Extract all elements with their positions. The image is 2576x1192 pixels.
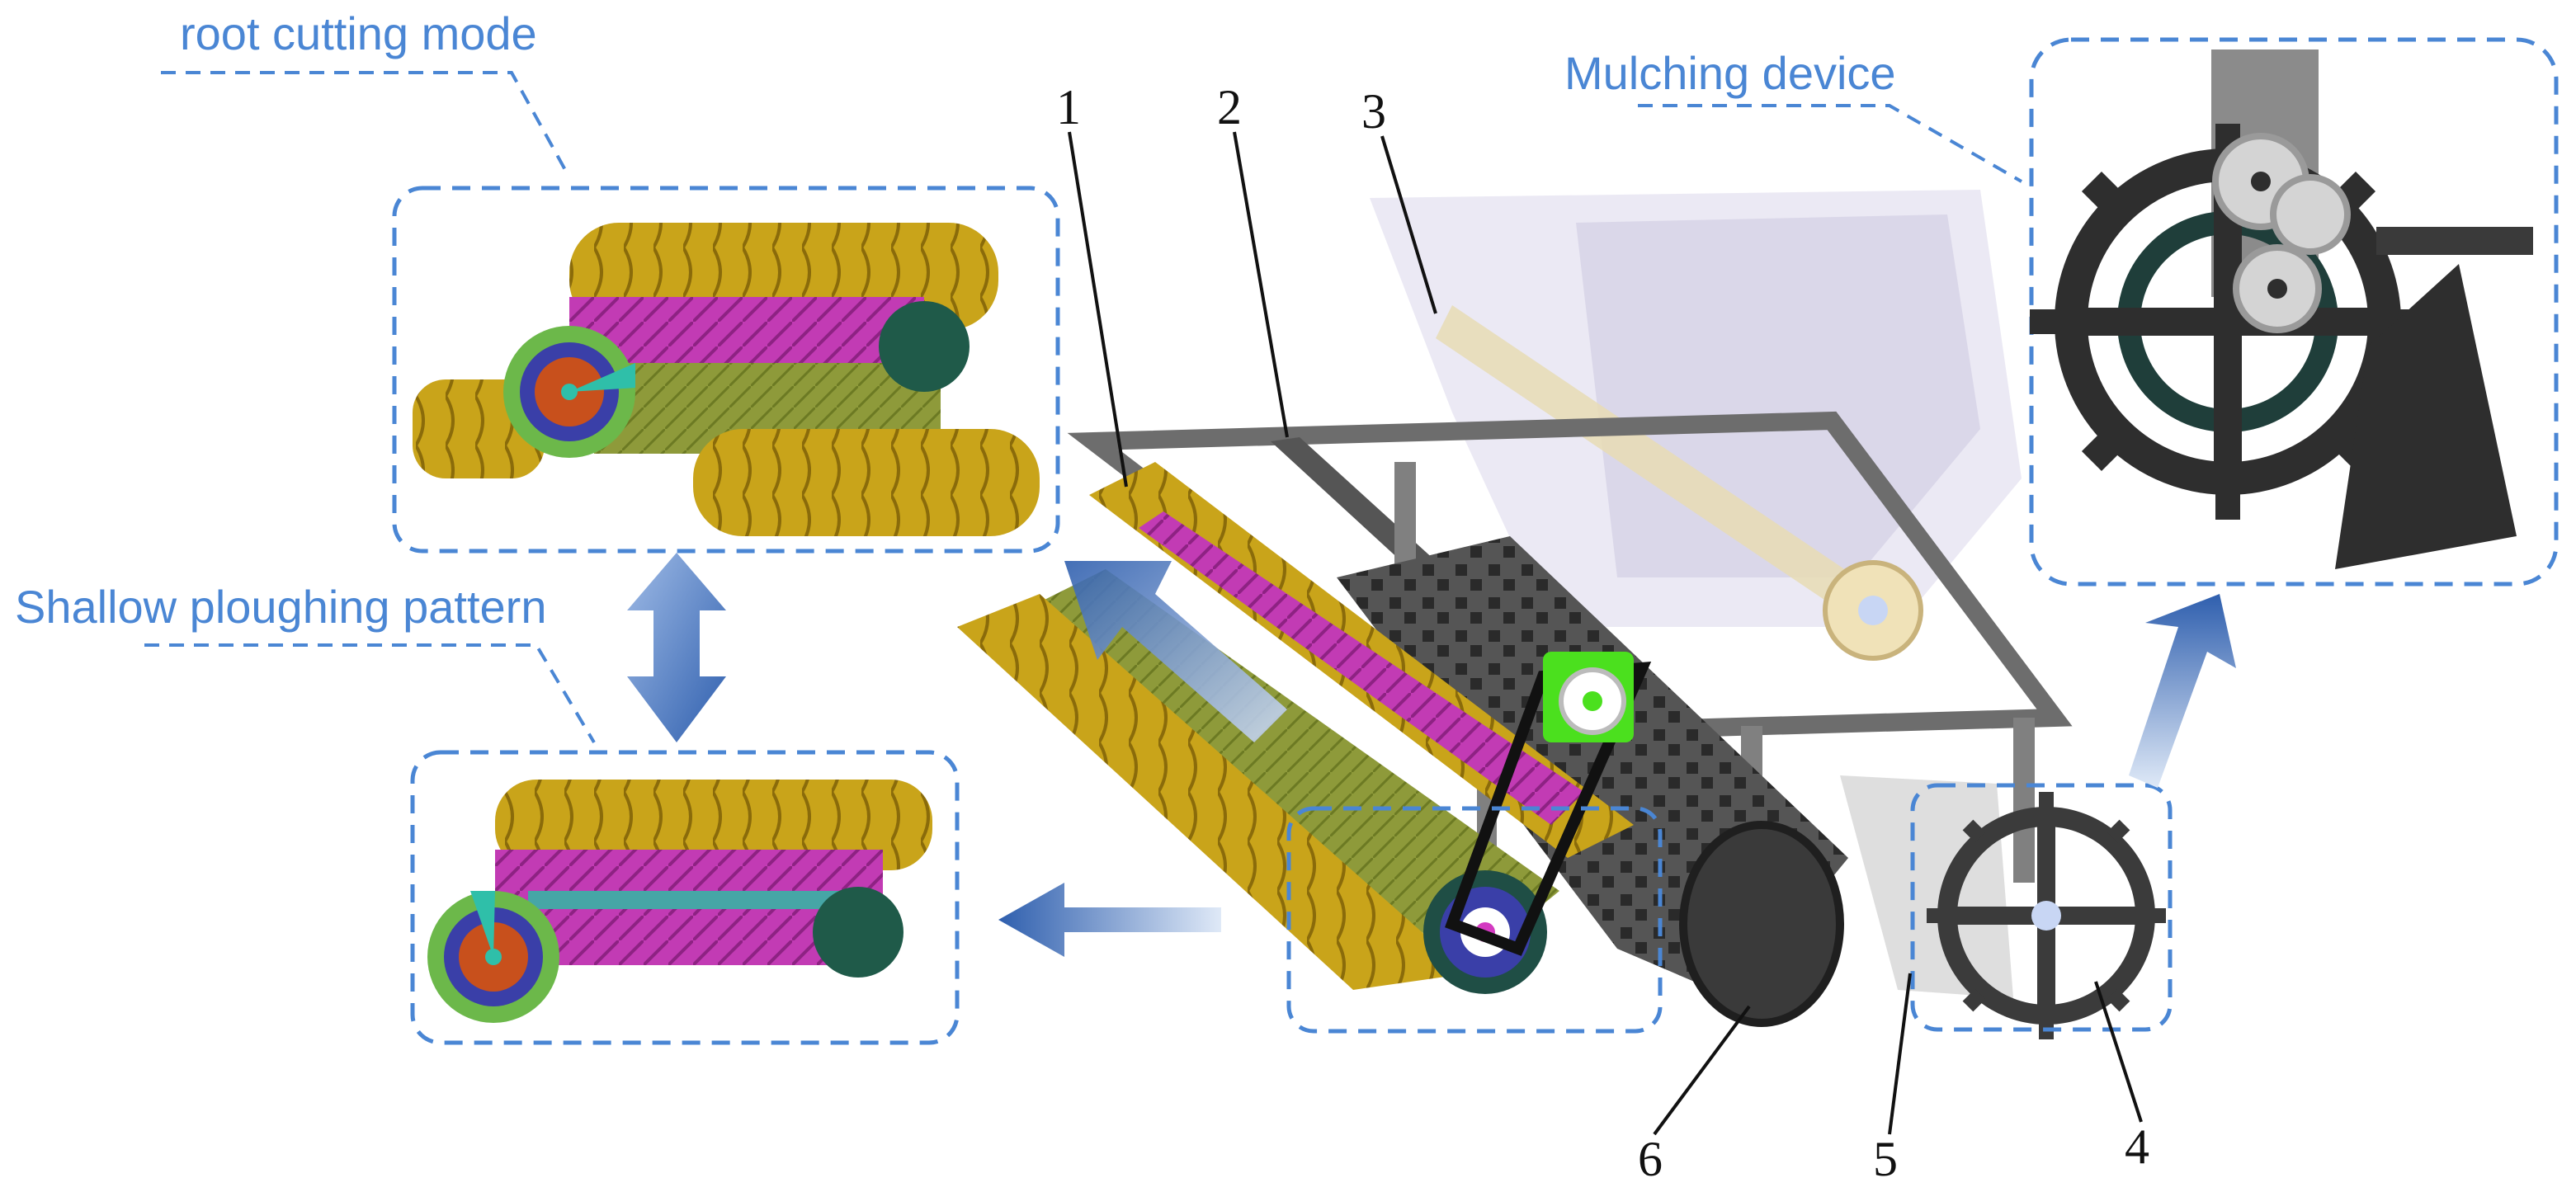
mulching-device-frame bbox=[2029, 37, 2559, 587]
callouts: 1 2 3 4 5 6 bbox=[1056, 80, 2149, 1186]
shallow-ploughing-label: Shallow ploughing pattern bbox=[15, 581, 546, 633]
root-cutting-leader bbox=[161, 71, 571, 178]
shallow-ploughing-leader bbox=[144, 643, 596, 744]
mulching-device-detail bbox=[2030, 49, 2533, 569]
shallow-ploughing-inset: Shallow ploughing pattern bbox=[15, 581, 960, 1045]
seed-shaft bbox=[1436, 305, 1923, 661]
callout-6: 6 bbox=[1638, 1132, 1663, 1186]
root-cutting-frame bbox=[392, 186, 1060, 554]
callout-3: 3 bbox=[1361, 84, 1386, 139]
left-arrow-icon bbox=[998, 883, 1221, 957]
callout-2: 2 bbox=[1217, 80, 1242, 134]
mode-switch-arrow bbox=[627, 553, 726, 742]
callout-5: 5 bbox=[1873, 1132, 1898, 1186]
root-cutting-inset: root cutting mode bbox=[161, 7, 1060, 554]
mulching-device-leader bbox=[1638, 104, 2022, 183]
rotation-arrow-icon bbox=[1064, 561, 1287, 742]
cage-roller-end bbox=[1679, 821, 1844, 1027]
up-arrow-icon bbox=[2129, 594, 2236, 788]
double-arrow-icon bbox=[627, 553, 726, 742]
main-machine bbox=[957, 190, 2173, 1039]
shallow-ploughing-frame bbox=[410, 750, 960, 1045]
film-pickup bbox=[1840, 775, 2013, 998]
shallow-ploughing-rotor bbox=[427, 780, 932, 1023]
wheel-focus-frame bbox=[1910, 783, 2173, 1032]
threaded-shaft bbox=[2376, 227, 2533, 255]
callout-4: 4 bbox=[2125, 1119, 2149, 1174]
mulching-device-label: Mulching device bbox=[1564, 47, 1896, 99]
belt-drive bbox=[1445, 652, 1652, 956]
mulching-device-inset: Mulching device bbox=[1564, 37, 2559, 587]
belt-focus-frame bbox=[1286, 806, 1663, 1034]
root-cutting-rotor bbox=[413, 223, 1040, 536]
root-cutting-mode-label: root cutting mode bbox=[180, 7, 537, 59]
mulching-wheel bbox=[1927, 792, 2166, 1039]
callout-1: 1 bbox=[1056, 80, 1081, 134]
